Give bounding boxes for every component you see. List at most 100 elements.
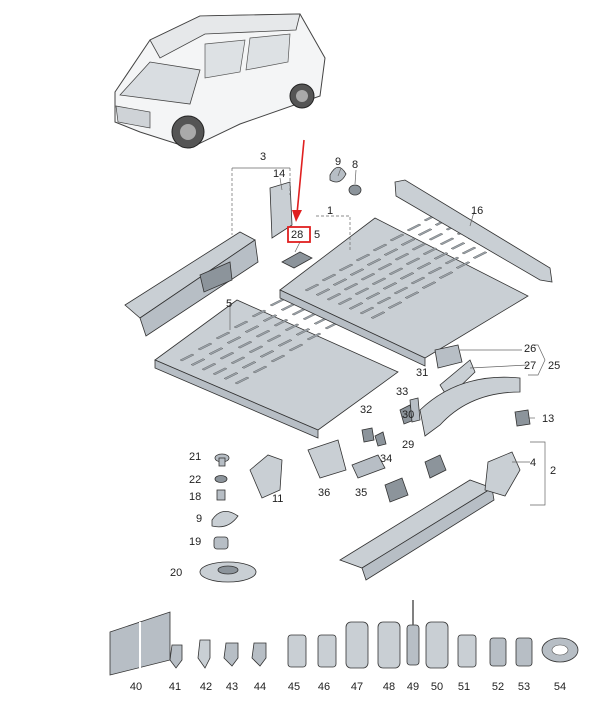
bracket-part-9 xyxy=(329,166,347,183)
floor-rib xyxy=(450,242,466,250)
floor-rib xyxy=(416,262,432,270)
floor-rib xyxy=(262,314,278,322)
floor-rib xyxy=(244,325,260,333)
floor-rib xyxy=(219,351,235,360)
bottom-label-45: 45 xyxy=(288,681,300,693)
callout-18: 18 xyxy=(189,491,201,503)
highlight-box xyxy=(287,226,311,243)
floor-rib xyxy=(295,328,311,336)
bottom-label-48: 48 xyxy=(383,681,395,693)
floor-rib xyxy=(251,309,267,318)
callout-11: 11 xyxy=(272,493,283,505)
floor-rib xyxy=(315,288,331,296)
floor-rib xyxy=(304,283,320,292)
bottom-label-49: 49 xyxy=(407,681,419,693)
floor-rib xyxy=(237,340,253,349)
callout-29: 29 xyxy=(402,439,414,451)
bottom-label-50: 50 xyxy=(431,681,443,693)
floor-rib xyxy=(252,365,268,374)
floor-rib xyxy=(269,298,285,307)
floor-rib xyxy=(455,261,471,269)
callout-26: 26 xyxy=(524,343,536,355)
floor-rib xyxy=(338,263,354,272)
floor-rib xyxy=(230,356,246,365)
highlight-arrow xyxy=(292,139,305,222)
floor-rib xyxy=(215,331,231,340)
floor-rib xyxy=(234,376,250,385)
floor-rib xyxy=(410,276,426,285)
bottom-row-parts xyxy=(109,600,579,676)
floor-rib xyxy=(433,252,449,260)
floor-rib xyxy=(321,273,337,282)
floor-rib xyxy=(371,277,387,286)
floor-rib xyxy=(400,238,416,246)
callout-14: 14 xyxy=(273,168,285,180)
bottom-label-52: 52 xyxy=(492,681,504,693)
floor-rib xyxy=(438,271,454,279)
floor-rib xyxy=(326,292,342,301)
mid-brackets xyxy=(249,397,421,499)
floor-rib xyxy=(394,252,410,261)
bottom-label-46: 46 xyxy=(318,681,330,693)
bottom-label-51: 51 xyxy=(458,681,470,693)
floor-rib xyxy=(248,345,264,354)
callout-16: 16 xyxy=(471,205,483,217)
bottom-label-44: 44 xyxy=(254,681,266,693)
van-illustration xyxy=(114,13,326,149)
floor-rib xyxy=(387,301,403,309)
floor-rib xyxy=(348,302,364,310)
bottom-label-53: 53 xyxy=(518,681,530,693)
floor-rib xyxy=(349,268,365,276)
floor-rib xyxy=(190,358,206,366)
floor-rib xyxy=(255,329,271,338)
floor-rib xyxy=(404,291,420,299)
floor-rib xyxy=(428,232,444,241)
callout-25: 25 xyxy=(548,360,560,372)
floor-rib xyxy=(366,258,382,266)
hardware-column xyxy=(199,453,257,583)
floor-rib xyxy=(359,306,375,315)
floor-rib xyxy=(241,361,257,369)
floor-rib xyxy=(421,281,437,289)
bottom-label-54: 54 xyxy=(554,681,566,693)
floor-rib xyxy=(197,342,213,351)
floor-rib xyxy=(405,257,421,266)
bottom-label-40: 40 xyxy=(130,681,142,693)
callout-36: 36 xyxy=(318,487,330,499)
bracket-part-28 xyxy=(281,251,313,269)
floor-rib xyxy=(355,253,371,262)
floor-rib xyxy=(427,266,443,275)
left-sill-part xyxy=(124,181,293,337)
floor-rib xyxy=(280,303,296,311)
callout-27: 27 xyxy=(524,360,536,372)
callout-22: 22 xyxy=(189,474,201,486)
right-sill-part xyxy=(339,451,521,581)
callout-4: 4 xyxy=(530,457,536,469)
floor-rib xyxy=(343,282,359,291)
floor-rib xyxy=(273,318,289,327)
wheel-arch-group xyxy=(419,344,531,437)
floor-rib xyxy=(372,243,388,252)
bottom-label-47: 47 xyxy=(351,681,363,693)
callout-20: 20 xyxy=(170,567,182,579)
floor-rib xyxy=(399,272,415,280)
callout-28: 28 xyxy=(291,229,303,241)
floor-rib xyxy=(306,332,322,341)
floor-rib xyxy=(259,350,275,358)
floor-rib xyxy=(383,248,399,256)
floor-rib xyxy=(417,228,433,236)
bottom-label-42: 42 xyxy=(200,681,212,693)
floor-rib xyxy=(411,242,427,251)
callout-31: 31 xyxy=(416,367,428,379)
floor-rib xyxy=(270,354,286,363)
floor-rib xyxy=(389,233,405,242)
floor-rib xyxy=(208,347,224,355)
leader-lines xyxy=(229,167,546,506)
callout-33: 33 xyxy=(396,386,408,398)
callout-21: 21 xyxy=(189,451,201,463)
callout-34: 34 xyxy=(380,453,392,465)
bottom-label-43: 43 xyxy=(226,681,238,693)
